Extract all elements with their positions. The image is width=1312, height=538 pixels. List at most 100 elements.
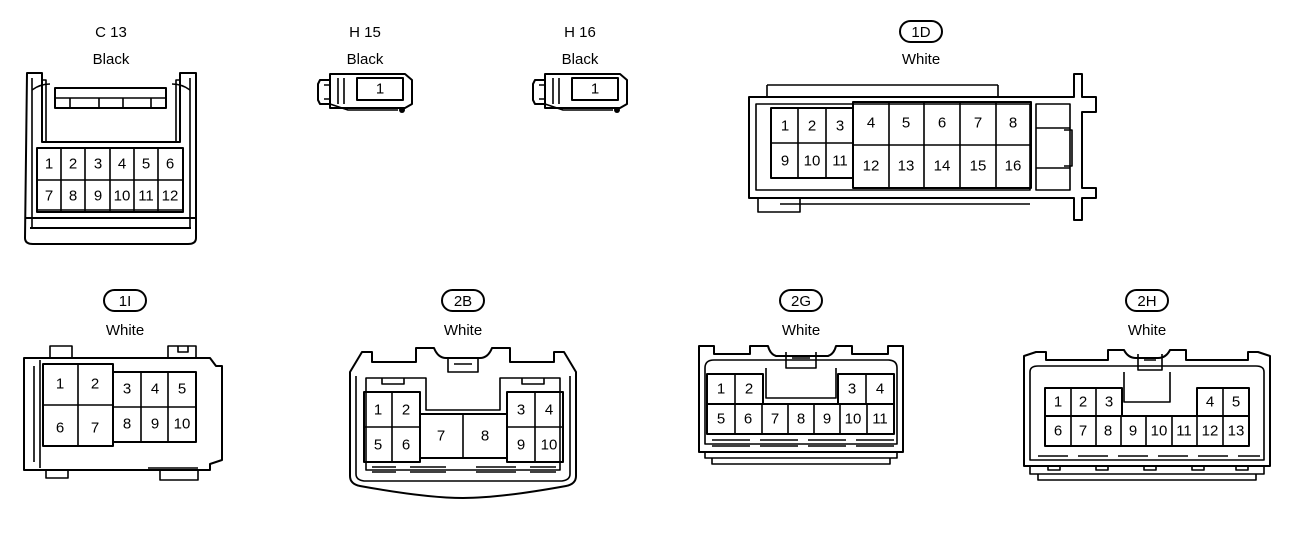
pin: 10: [174, 416, 191, 433]
pin: 8: [1104, 423, 1112, 440]
pin: 13: [898, 158, 915, 175]
connector-2b: 2B White 1 2 3 4 5 6 7 8 9 10: [349, 289, 577, 499]
pin: 7: [437, 428, 445, 445]
pin: 3: [517, 402, 525, 419]
pin: 5: [142, 156, 150, 173]
pin: 10: [114, 188, 131, 205]
pin: 3: [123, 381, 131, 398]
pin: 12: [1202, 423, 1219, 440]
pin: 9: [517, 437, 525, 454]
pin: 6: [938, 115, 946, 132]
pin: 8: [123, 416, 131, 433]
pin: 8: [69, 188, 77, 205]
pin: 7: [771, 411, 779, 428]
pin: 5: [1232, 394, 1240, 411]
pin: 1: [56, 376, 64, 393]
pin: 3: [848, 381, 856, 398]
connector-1d-housing: [748, 73, 1097, 221]
connector-1d-code: 1D: [911, 24, 930, 41]
pin: 5: [374, 437, 382, 454]
pin: 6: [166, 156, 174, 173]
pin: 1: [1054, 394, 1062, 411]
connector-2h-color: White: [1128, 322, 1166, 339]
pin: 10: [541, 437, 558, 454]
pin: 9: [823, 411, 831, 428]
connector-2b-code: 2B: [454, 293, 472, 310]
pin: 8: [481, 428, 489, 445]
pin: 7: [1079, 423, 1087, 440]
pin: 11: [872, 411, 888, 428]
connector-2g-code: 2G: [791, 293, 811, 310]
connector-2b-color: White: [444, 322, 482, 339]
pin: 10: [804, 153, 821, 170]
pin: 11: [1176, 423, 1192, 440]
pin: 4: [545, 402, 553, 419]
connector-2h: 2H White 1 2 3 4 5 6 7 8 9 10 11 12 13: [1023, 289, 1271, 481]
pin: 3: [1105, 394, 1113, 411]
connector-1d: 1D White 1 2 3 4 5 6 7 8 9 10 11 12 13 1…: [748, 20, 1097, 221]
pin: 9: [151, 416, 159, 433]
pin: 4: [118, 156, 126, 173]
pin: 1: [781, 118, 789, 135]
pin: 9: [781, 153, 789, 170]
connector-h16-color: Black: [562, 51, 599, 68]
pin: 6: [1054, 423, 1062, 440]
pin: 6: [402, 437, 410, 454]
connector-1i-color: White: [106, 322, 144, 339]
pin: 8: [1009, 115, 1017, 132]
connector-h16-housing: [532, 73, 628, 113]
pin: 12: [162, 188, 179, 205]
pin: 11: [832, 153, 848, 170]
pin: 5: [717, 411, 725, 428]
connector-c13-code: C 13: [95, 24, 127, 41]
connector-1d-color: White: [902, 51, 940, 68]
connector-h15: H 15 Black 1: [317, 24, 413, 113]
pin: 16: [1005, 158, 1022, 175]
connector-2h-housing: [1023, 349, 1271, 481]
pin: 12: [863, 158, 880, 175]
pin: 4: [1206, 394, 1214, 411]
pin: 7: [45, 188, 53, 205]
connector-h16-code: H 16: [564, 24, 596, 41]
pin: 2: [745, 381, 753, 398]
pin: 11: [138, 188, 154, 205]
pin: 1: [374, 402, 382, 419]
pin: 2: [402, 402, 410, 419]
pin: 10: [845, 411, 862, 428]
pin: 2: [69, 156, 77, 173]
connector-2g-color: White: [782, 322, 820, 339]
connector-1i-code: 1I: [119, 293, 132, 310]
connector-2g-housing: [698, 345, 904, 465]
pin: 4: [867, 115, 875, 132]
pin: 1: [591, 81, 599, 98]
connector-2h-code: 2H: [1137, 293, 1156, 310]
connector-2g: 2G White 1 2 3 4 5 6 7 8 9 10 11: [698, 289, 904, 465]
pin: 6: [56, 420, 64, 437]
pin: 5: [902, 115, 910, 132]
pin: 6: [744, 411, 752, 428]
pin: 2: [91, 376, 99, 393]
pin: 9: [94, 188, 102, 205]
pin: 7: [974, 115, 982, 132]
connector-h15-color: Black: [347, 51, 384, 68]
pin: 2: [1079, 394, 1087, 411]
pin: 8: [797, 411, 805, 428]
pin: 1: [45, 156, 53, 173]
connector-2b-housing: [349, 347, 577, 499]
pin: 1: [717, 381, 725, 398]
connector-c13-housing: [24, 72, 197, 245]
pin: 2: [808, 118, 816, 135]
pin: 13: [1228, 423, 1245, 440]
pin: 10: [1151, 423, 1168, 440]
pin: 5: [178, 381, 186, 398]
connector-h15-housing: [317, 73, 413, 113]
pin: 7: [91, 420, 99, 437]
connector-c13-color: Black: [93, 51, 130, 68]
pin: 14: [934, 158, 951, 175]
connector-h15-code: H 15: [349, 24, 381, 41]
pin: 4: [151, 381, 159, 398]
connector-1i: 1I White 1 2 3 4 5 6 7 8 9 10: [23, 289, 223, 481]
connector-h16: H 16 Black 1: [532, 24, 628, 113]
pin: 4: [876, 381, 884, 398]
